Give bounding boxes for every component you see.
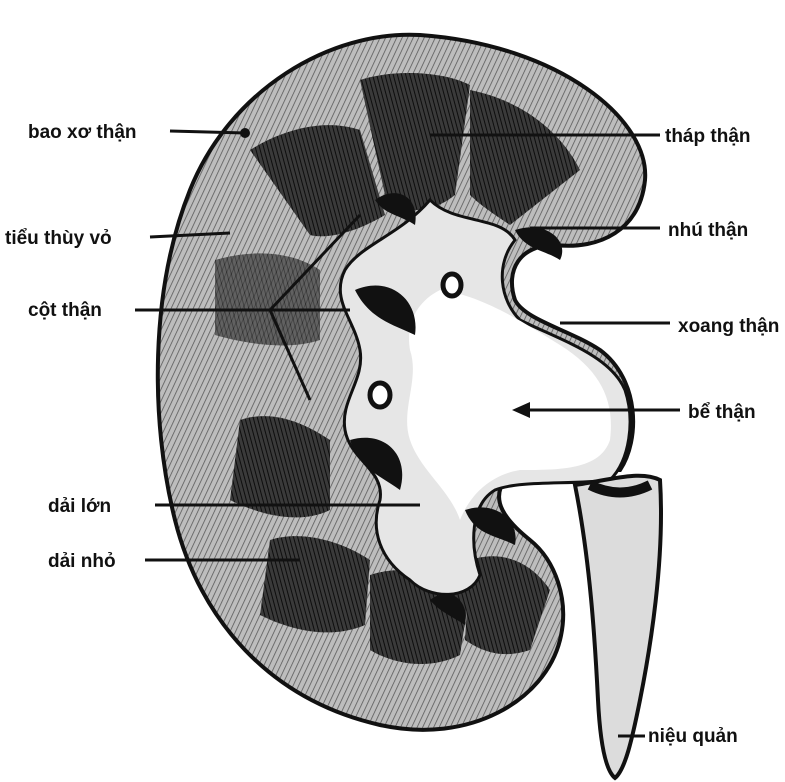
- label-ureter: niệu quản: [648, 726, 738, 747]
- label-small-strip: dải nhỏ: [48, 551, 116, 572]
- label-renal-column: cột thận: [28, 300, 102, 321]
- label-renal-sinus: xoang thận: [678, 316, 779, 337]
- label-renal-pyramid: tháp thận: [665, 126, 751, 147]
- label-cortical-lobule: tiểu thùy vỏ: [5, 228, 112, 249]
- label-large-strip: dải lớn: [48, 496, 111, 517]
- label-fibrous-capsule: bao xơ thận: [28, 122, 137, 143]
- label-renal-papilla: nhú thận: [668, 220, 748, 241]
- label-renal-pelvis: bể thận: [688, 402, 756, 423]
